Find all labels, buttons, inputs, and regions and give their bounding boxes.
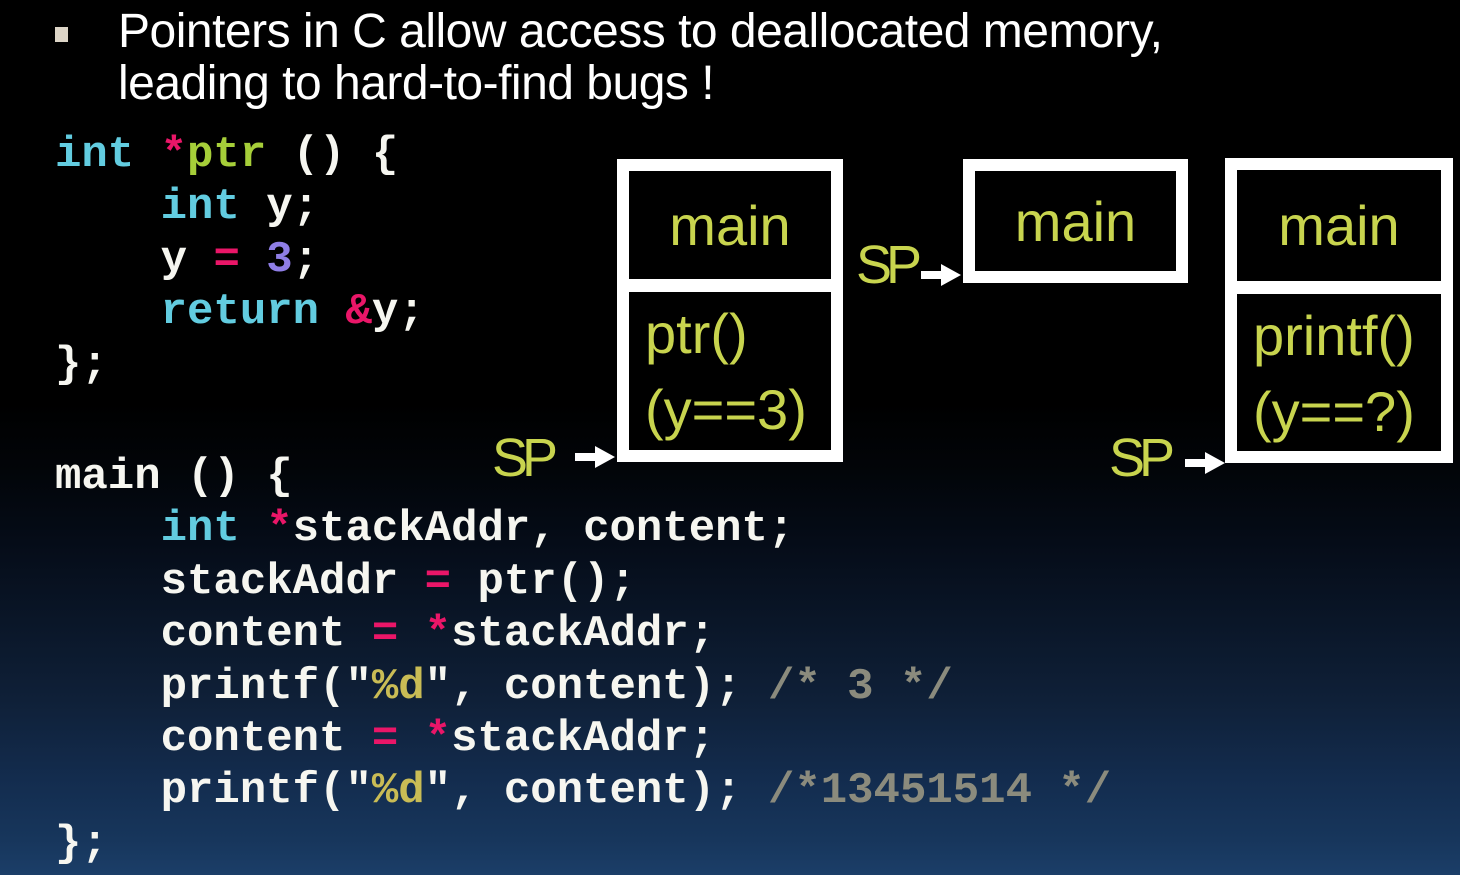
code-token-plain: ; bbox=[292, 234, 320, 285]
stack-frame-box-1: main ptr() (y==3) bbox=[617, 159, 843, 462]
code-line: printf("%d", content); /*13451514 */ bbox=[55, 765, 1112, 817]
code-token-operator: = bbox=[424, 556, 452, 607]
bullet-line-2: leading to hard-to-find bugs ! bbox=[118, 57, 715, 110]
stack-cell-main-3: main bbox=[1237, 170, 1441, 281]
code-line: }; bbox=[55, 339, 1111, 391]
code-token-plain: ", content); bbox=[424, 661, 768, 712]
code-token-comment: /*13451514 */ bbox=[767, 766, 1112, 817]
code-token-plain: y; bbox=[239, 182, 320, 233]
code-token-plain bbox=[55, 504, 161, 554]
code-token-operator: * bbox=[160, 130, 188, 180]
stack-cell-label: main bbox=[669, 193, 791, 257]
code-block: int *ptr () { int y; y = 3; return &y;};… bbox=[55, 129, 1111, 870]
code-token-plain: stackAddr bbox=[55, 556, 425, 607]
code-token-plain: y bbox=[55, 234, 214, 285]
code-token-operator: & bbox=[345, 287, 372, 338]
bullet-square-icon bbox=[55, 27, 68, 42]
code-token-plain: main () { bbox=[55, 451, 293, 502]
code-line: int y; bbox=[55, 181, 1111, 233]
code-token-plain bbox=[398, 714, 424, 764]
code-line bbox=[55, 391, 1111, 451]
code-token-plain bbox=[240, 235, 266, 285]
code-line: int *stackAddr, content; bbox=[55, 503, 1111, 555]
bullet-line-1: Pointers in C allow access to deallocate… bbox=[118, 5, 1163, 58]
code-token-plain: () { bbox=[266, 130, 399, 180]
code-token-keyword: return bbox=[160, 287, 320, 338]
sp-arrow-icon bbox=[921, 264, 961, 286]
code-line: int *ptr () { bbox=[55, 129, 1111, 181]
code-token-keyword: int bbox=[55, 130, 135, 180]
code-line: content = *stackAddr; bbox=[55, 713, 1111, 765]
code-token-plain: ", content); bbox=[424, 766, 768, 817]
code-token-plain: stackAddr; bbox=[451, 609, 716, 660]
code-token-plain: stackAddr, content; bbox=[292, 504, 795, 555]
code-token-plain bbox=[398, 609, 424, 659]
code-line: }; bbox=[55, 818, 1111, 870]
code-token-operator: = bbox=[371, 609, 399, 660]
sp-arrow-icon bbox=[1185, 452, 1225, 474]
code-token-plain: }; bbox=[55, 818, 108, 869]
code-token-plain: ptr(); bbox=[451, 556, 636, 607]
sp-label-3: SP bbox=[1109, 428, 1175, 488]
code-token-comment: /* 3 */ bbox=[767, 661, 953, 712]
code-token-operator: * bbox=[424, 609, 452, 660]
code-token-plain bbox=[319, 287, 345, 337]
code-line: content = *stackAddr; bbox=[55, 608, 1111, 660]
stack-cell-printf: printf() (y==?) bbox=[1237, 294, 1441, 451]
code-token-plain: content bbox=[55, 713, 372, 764]
stack-cell-label: (y==3) bbox=[645, 378, 807, 441]
code-token-operator: * bbox=[424, 713, 452, 764]
code-line: printf("%d", content); /* 3 */ bbox=[55, 661, 1111, 713]
code-token-plain bbox=[55, 182, 161, 232]
code-token-format_spec: %d bbox=[371, 766, 425, 817]
code-token-number: 3 bbox=[266, 234, 293, 285]
code-token-plain: stackAddr; bbox=[451, 713, 716, 764]
code-token-plain bbox=[134, 130, 160, 180]
code-token-plain bbox=[240, 504, 266, 554]
stack-cell-label: main bbox=[1014, 189, 1137, 253]
code-token-operator: = bbox=[213, 234, 240, 285]
stack-cell-label: (y==?) bbox=[1253, 380, 1415, 443]
code-token-operator: * bbox=[266, 504, 293, 555]
code-token-keyword: int bbox=[160, 182, 240, 233]
code-line: stackAddr = ptr(); bbox=[55, 556, 1111, 608]
code-token-format_spec: %d bbox=[371, 661, 425, 712]
stack-cell-label: printf() bbox=[1253, 304, 1415, 367]
code-line: return &y; bbox=[55, 286, 1111, 338]
code-token-operator: = bbox=[371, 713, 399, 764]
code-token-plain: }; bbox=[55, 339, 108, 390]
sp-label-2: SP bbox=[856, 235, 922, 295]
code-token-plain: y; bbox=[371, 287, 425, 338]
stack-frame-box-2: main bbox=[963, 159, 1188, 283]
sp-label-1: SP bbox=[492, 428, 558, 488]
stack-cell-ptr: ptr() (y==3) bbox=[629, 292, 831, 450]
code-line: y = 3; bbox=[55, 234, 1111, 286]
stack-frame-box-3: main printf() (y==?) bbox=[1225, 158, 1453, 463]
code-token-plain: content bbox=[55, 609, 372, 660]
stack-cell-main-2: main bbox=[975, 171, 1176, 271]
code-token-plain: printf(" bbox=[55, 766, 372, 817]
stack-cell-label: main bbox=[1278, 194, 1400, 257]
stack-cell-label: ptr() bbox=[645, 302, 748, 365]
sp-arrow-icon bbox=[575, 446, 615, 468]
stack-cell-main-1: main bbox=[629, 171, 831, 279]
bullet-text: Pointers in C allow access to deallocate… bbox=[118, 5, 1163, 110]
code-line: main () { bbox=[55, 451, 1111, 503]
code-token-keyword: int bbox=[160, 504, 240, 555]
code-token-function: ptr bbox=[187, 130, 267, 180]
code-token-plain bbox=[55, 287, 161, 337]
code-token-plain: printf(" bbox=[55, 661, 372, 712]
